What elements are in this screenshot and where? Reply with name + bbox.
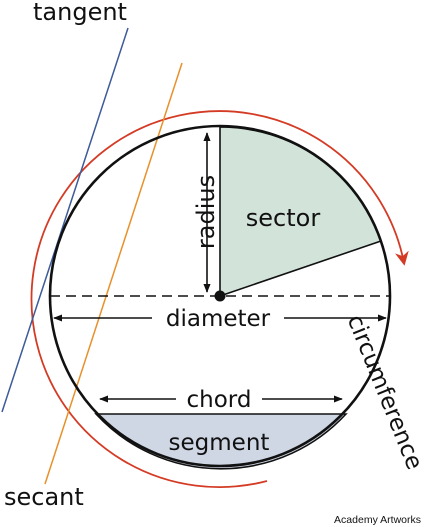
circumference-label: circumference [342, 311, 425, 473]
tangent-line [1, 27, 129, 413]
tangent-label: tangent [33, 0, 127, 26]
segment-label: segment [169, 430, 270, 456]
chord-label: chord [187, 387, 252, 413]
secant-line [44, 62, 183, 485]
secant-label: secant [4, 483, 84, 511]
diameter-label: diameter [166, 306, 271, 332]
credit-text: Academy Artworks [334, 514, 421, 526]
circumference-arrow [30, 110, 409, 488]
radius-label: radius [192, 175, 220, 249]
center-point [214, 290, 226, 302]
sector-label: sector [246, 204, 321, 232]
